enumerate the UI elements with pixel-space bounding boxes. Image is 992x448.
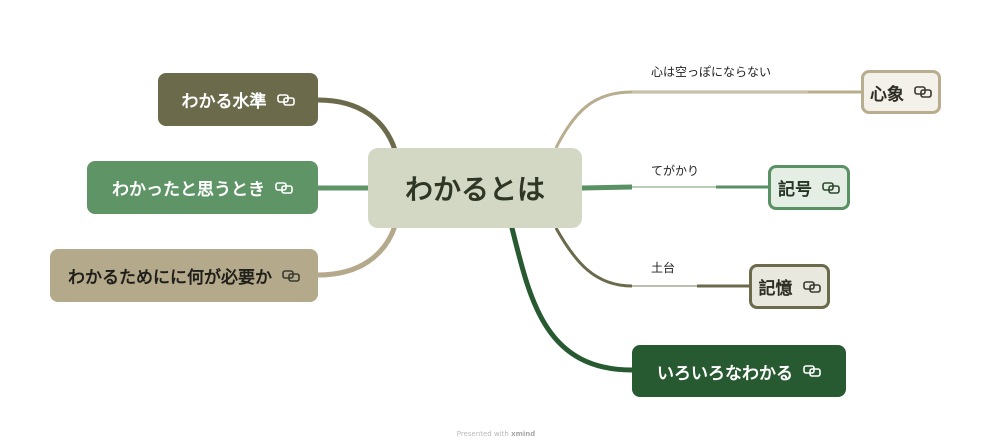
- topic-image[interactable]: 心象: [861, 70, 941, 114]
- edge-label-image: 心は空っぽにならない: [651, 65, 772, 79]
- topic-think[interactable]: わかったと思うとき: [87, 161, 318, 214]
- footer-prefix: Presented with: [456, 430, 509, 438]
- topic-sign[interactable]: 記号: [768, 165, 850, 210]
- topic-think-label: わかったと思うとき: [112, 180, 265, 200]
- connector-sign: [581, 184, 633, 191]
- link-icon[interactable]: [282, 269, 300, 283]
- connector-various: [509, 225, 635, 373]
- link-icon[interactable]: [275, 181, 293, 195]
- link-icon[interactable]: [822, 181, 840, 195]
- link-icon[interactable]: [914, 85, 932, 99]
- topic-need[interactable]: わかるためにに何が必要か: [50, 249, 318, 302]
- connector-need: [315, 223, 398, 278]
- connector-level: [315, 97, 398, 153]
- topic-memory[interactable]: 記憶: [749, 264, 830, 309]
- topic-memory-label: 記憶: [758, 279, 793, 299]
- link-icon[interactable]: [802, 280, 821, 294]
- link-icon[interactable]: [803, 364, 821, 378]
- central-topic-label: わかるとは: [404, 173, 545, 206]
- edge-label-memory: 土台: [651, 261, 676, 275]
- topic-sign-label: 記号: [778, 180, 812, 200]
- topic-need-label: わかるためにに何が必要か: [68, 268, 272, 288]
- connector-image: [554, 90, 808, 149]
- topic-various-label: いろいろなわかる: [657, 363, 793, 384]
- topic-level[interactable]: わかる水準: [158, 73, 318, 126]
- footer-brand[interactable]: xmind: [511, 430, 536, 438]
- connector-memory: [554, 227, 633, 288]
- topic-various[interactable]: いろいろなわかる: [632, 345, 846, 397]
- footer-credit: Presented with xmind: [0, 430, 992, 438]
- link-icon[interactable]: [276, 93, 295, 107]
- central-topic[interactable]: わかるとは: [368, 148, 582, 228]
- topic-level-label: わかる水準: [181, 92, 267, 112]
- topic-image-label: 心象: [870, 84, 904, 105]
- edge-label-sign: てがかり: [651, 164, 700, 178]
